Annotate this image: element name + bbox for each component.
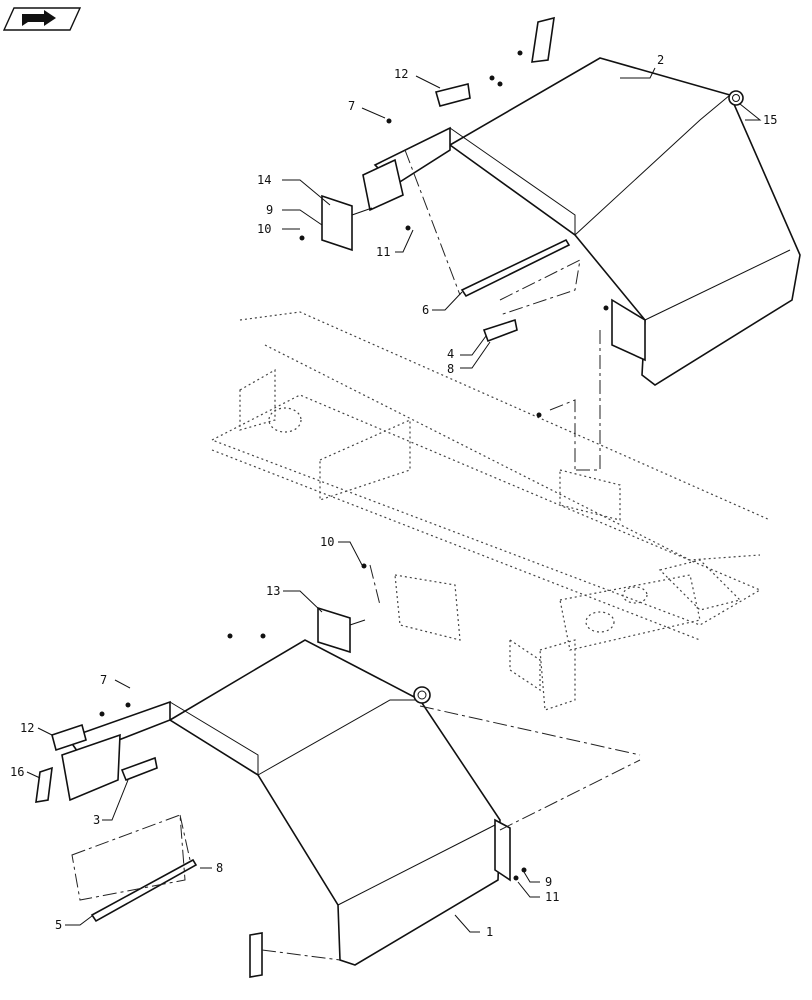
forward-page-icon[interactable] [2,7,82,31]
clips [120,318,518,782]
hardware [99,50,609,881]
callout-13: 13 [266,584,280,598]
bracket-13 [317,606,366,654]
bracket-14 [321,194,373,252]
callout-2: 2 [657,53,664,67]
callout-7-lower: 7 [100,673,107,687]
callout-5: 5 [55,918,62,932]
callout-15: 15 [763,113,777,127]
decals [35,16,744,978]
chassis-frame [210,311,771,711]
callout-9-upper: 9 [266,203,273,217]
callout-labels: 2 15 7 12 14 9 10 11 6 4 8 10 13 7 12 16… [10,53,777,939]
fender-lower [61,639,511,966]
callout-6: 6 [422,303,429,317]
callout-14: 14 [257,173,271,187]
assembly-lines [71,149,641,961]
fender-upper [362,57,801,386]
callout-3: 3 [93,813,100,827]
callout-12-lower: 12 [20,721,34,735]
callout-11-upper: 11 [376,245,390,259]
callout-1: 1 [486,925,493,939]
callout-8-upper: 8 [447,362,454,376]
callout-12-upper: 12 [394,67,408,81]
support-rods [90,238,571,923]
callout-11-lower: 11 [545,890,559,904]
callout-10-upper: 10 [257,222,271,236]
callout-10-lower: 10 [320,535,334,549]
callout-16: 16 [10,765,24,779]
callout-9-lower: 9 [545,875,552,889]
callout-8-lower: 8 [216,861,223,875]
callout-7-upper: 7 [348,99,355,113]
callout-4: 4 [447,347,454,361]
leader-lines [26,67,762,933]
